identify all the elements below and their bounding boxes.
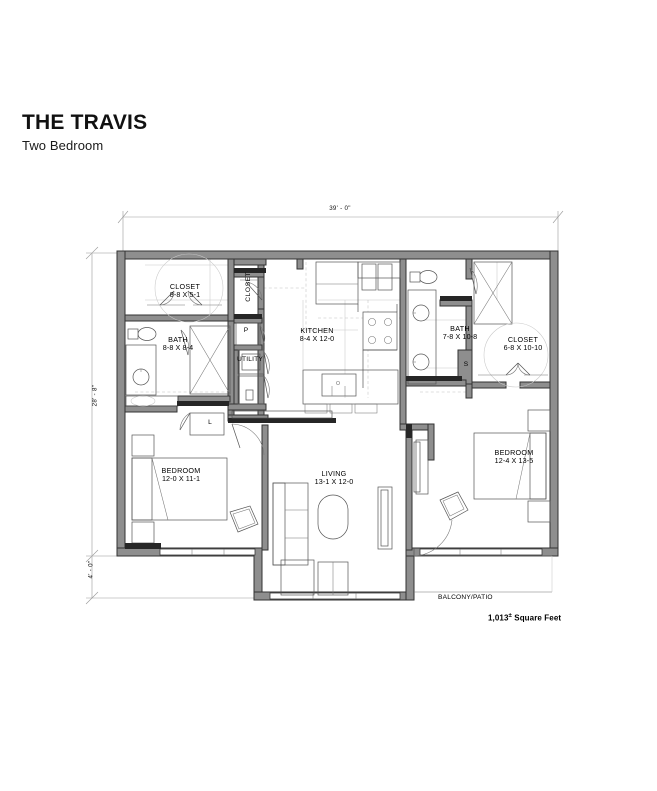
closet-left-detail (147, 253, 224, 323)
square-footage-unit: Square Feet (511, 613, 562, 623)
kitchen-detail (302, 261, 401, 414)
square-footage-label: 1,013± Square Feet (488, 613, 561, 623)
room-label-linen: L (208, 419, 212, 426)
room-label-pantry: P (243, 327, 249, 334)
room-label-closet-left: CLOSET 8-8 X 5-1 (169, 282, 201, 300)
room-label-living: LIVING 13-1 X 12-0 (314, 469, 354, 487)
wall-caps (125, 268, 472, 549)
room-label-utility: UTILITY (237, 356, 263, 363)
room-label-balcony: BALCONY/PATIO (438, 594, 493, 601)
square-footage-value: 1,013 (488, 613, 509, 623)
page-subtitle: Two Bedroom (22, 138, 104, 154)
room-label-bath-right: BATH 7-8 X 10-8 (442, 324, 478, 342)
bath-right-fixtures (407, 261, 513, 385)
dimension-left-main-height: 28' - 8" (91, 384, 99, 407)
living-furniture (272, 482, 393, 596)
room-label-shelf: S (463, 361, 469, 368)
room-label-bath-left: BATH 8-8 X 8-4 (162, 335, 194, 353)
dimension-overall-width: 39' - 0" (329, 205, 351, 212)
room-label-bedroom-right: BEDROOM 12-4 X 13-5 (494, 448, 534, 466)
exterior-walls (116, 250, 559, 601)
dimension-left-lower-height: 4' - 0" (87, 560, 95, 579)
room-label-kitchen: KITCHEN 8-4 X 12-0 (299, 326, 335, 344)
page-title: THE TRAVIS (22, 111, 148, 134)
room-label-closet-hall: CLOSET (245, 271, 253, 302)
windows (159, 548, 543, 600)
square-footage-symbol: ± (508, 613, 512, 619)
room-label-closet-right: CLOSET 6-8 X 10-10 (503, 335, 543, 353)
title-block: THE TRAVIS Two Bedroom (22, 111, 148, 154)
bath-left-fixtures (125, 325, 231, 407)
room-label-bedroom-left: BEDROOM 12-0 X 11-1 (161, 466, 201, 484)
closet-right-detail (478, 322, 549, 388)
balcony-detail (414, 555, 553, 593)
bedroom-left-furniture (131, 410, 336, 544)
bedroom-right-furniture (413, 409, 551, 557)
